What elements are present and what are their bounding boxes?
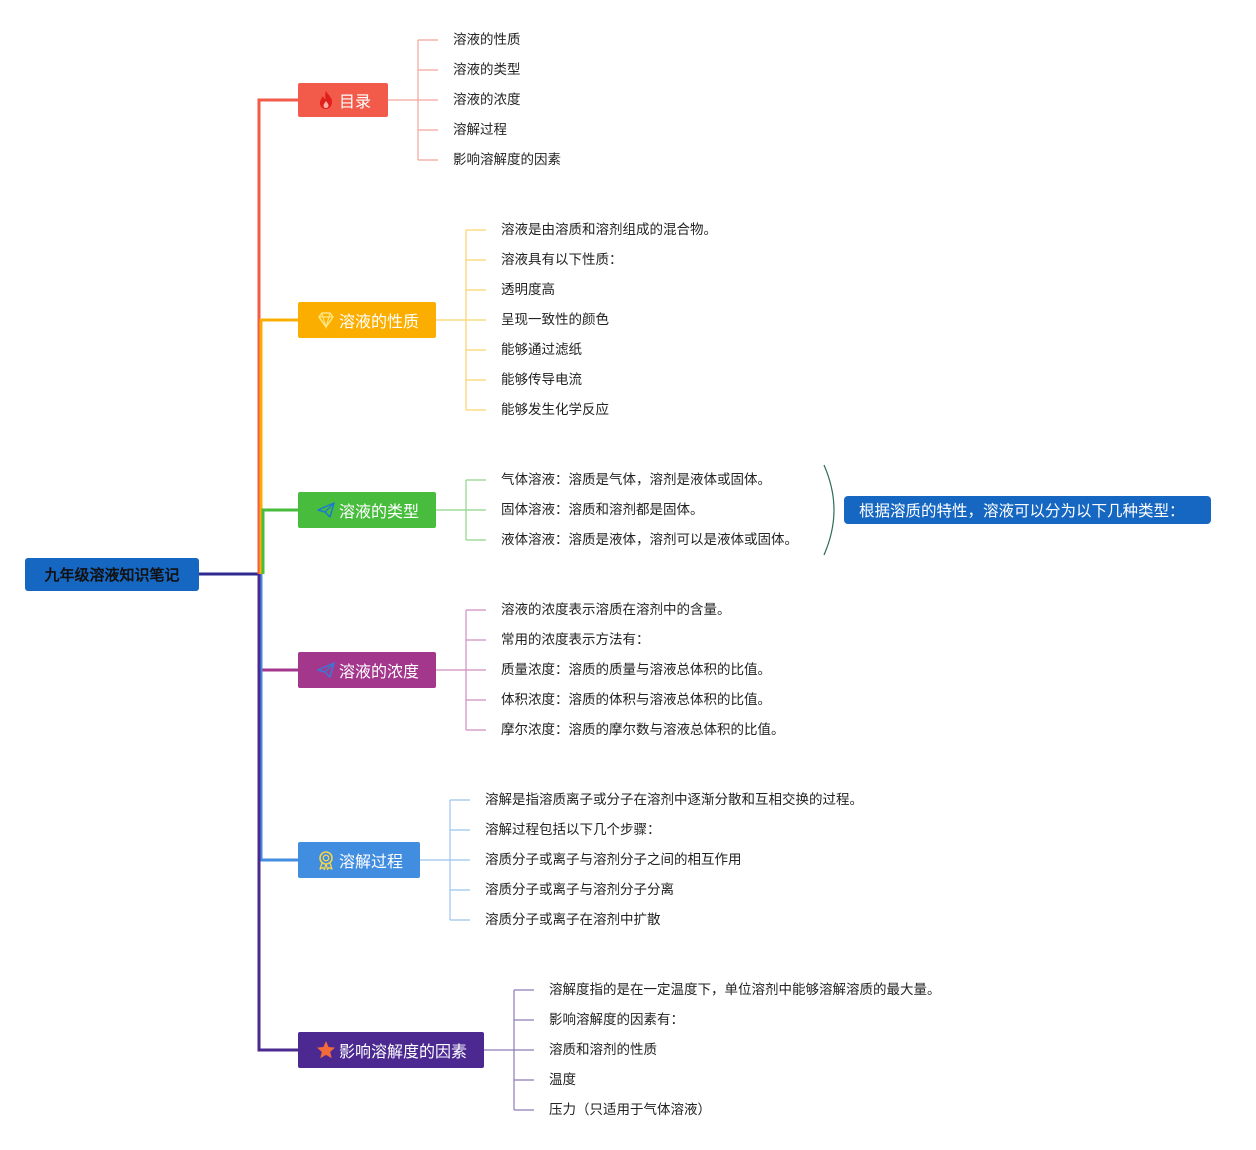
topic-label: 溶解过程	[339, 852, 404, 871]
summary-brace	[823, 464, 835, 556]
branch-1-connectors	[436, 229, 486, 411]
list-item[interactable]: 溶解度指的是在一定温度下，单位溶剂中能够溶解溶质的最大量。	[549, 982, 941, 998]
topic-properties[interactable]: 溶液的性质	[298, 302, 436, 338]
list-item[interactable]: 溶解过程包括以下几个步骤：	[485, 822, 661, 838]
topic-label: 溶液的浓度	[339, 662, 420, 681]
list-item[interactable]: 质量浓度：溶质的质量与溶液总体积的比值。	[501, 662, 771, 678]
list-item[interactable]: 溶解是指溶质离子或分子在溶剂中逐渐分散和互相交换的过程。	[485, 792, 863, 808]
topic-solubility-factors[interactable]: 影响溶解度的因素	[298, 1032, 484, 1068]
award-icon	[315, 849, 337, 871]
list-item[interactable]: 溶质和溶剂的性质	[549, 1042, 657, 1058]
paper-plane-icon	[315, 499, 337, 521]
topic-types[interactable]: 溶液的类型	[298, 492, 436, 528]
branch-0-connectors	[388, 39, 438, 161]
trunk-orange	[259, 318, 298, 574]
list-item[interactable]: 压力（只适用于气体溶液）	[549, 1102, 711, 1118]
summary-label: 根据溶质的特性，溶液可以分为以下几种类型：	[859, 502, 1185, 520]
star-icon	[315, 1039, 337, 1061]
list-item[interactable]: 摩尔浓度：溶质的摩尔数与溶液总体积的比值。	[501, 722, 785, 738]
list-item[interactable]: 呈现一致性的颜色	[501, 312, 609, 328]
trunk-indigo	[257, 574, 298, 1052]
list-item[interactable]: 溶液的浓度表示溶质在溶剂中的含量。	[501, 602, 731, 618]
list-item[interactable]: 能够传导电流	[501, 372, 582, 388]
topic-label: 影响溶解度的因素	[339, 1042, 468, 1061]
list-item[interactable]: 透明度高	[501, 282, 555, 298]
list-item[interactable]: 气体溶液：溶质是气体，溶剂是液体或固体。	[501, 472, 771, 488]
list-item[interactable]: 溶液具有以下性质：	[501, 252, 623, 268]
list-item[interactable]: 能够发生化学反应	[501, 402, 609, 418]
topic-dissolution[interactable]: 溶解过程	[298, 842, 420, 878]
list-item[interactable]: 溶质分子或离子与溶剂分子之间的相互作用	[485, 852, 742, 868]
list-item[interactable]: 液体溶液：溶质是液体，溶剂可以是液体或固体。	[501, 532, 798, 548]
topic-label: 目录	[339, 92, 372, 111]
list-item[interactable]: 溶液的性质	[453, 32, 521, 48]
trunk-blue	[259, 574, 298, 862]
list-item[interactable]: 溶解过程	[453, 122, 507, 138]
branch-3-connectors	[436, 609, 486, 731]
topic-contents[interactable]: 目录	[298, 83, 388, 117]
summary-callout[interactable]: 根据溶质的特性，溶液可以分为以下几种类型：	[844, 496, 1211, 524]
list-item[interactable]: 溶质分子或离子在溶剂中扩散	[485, 912, 661, 928]
list-item[interactable]: 溶质分子或离子与溶剂分子分离	[485, 882, 674, 898]
trunk-red	[257, 98, 298, 574]
list-item[interactable]: 溶液的浓度	[453, 92, 521, 108]
list-item[interactable]: 体积浓度：溶质的体积与溶液总体积的比值。	[501, 692, 771, 708]
list-item[interactable]: 能够通过滤纸	[501, 342, 582, 358]
root-topic[interactable]: 九年级溶液知识笔记	[25, 558, 199, 591]
branch-5-connectors	[484, 989, 534, 1111]
list-item[interactable]: 溶液的类型	[453, 62, 521, 78]
root-topic-label: 九年级溶液知识笔记	[44, 566, 180, 584]
list-item[interactable]: 影响溶解度的因素有：	[549, 1012, 684, 1028]
trunk-purple	[259, 574, 298, 672]
diamond-icon	[315, 309, 337, 331]
list-item[interactable]: 常用的浓度表示方法有：	[501, 632, 650, 648]
fire-icon	[315, 89, 337, 111]
topic-label: 溶液的性质	[339, 312, 420, 331]
branch-2-connectors	[436, 479, 486, 541]
topic-concentration[interactable]: 溶液的浓度	[298, 652, 436, 688]
branch-4-connectors	[420, 799, 470, 921]
trunk-green	[261, 508, 298, 574]
paper-plane-icon	[315, 659, 337, 681]
list-item[interactable]: 温度	[549, 1072, 576, 1088]
list-item[interactable]: 影响溶解度的因素	[453, 152, 561, 168]
topic-label: 溶液的类型	[339, 502, 420, 521]
list-item[interactable]: 固体溶液：溶质和溶剂都是固体。	[501, 502, 704, 518]
list-item[interactable]: 溶液是由溶质和溶剂组成的混合物。	[501, 222, 717, 238]
